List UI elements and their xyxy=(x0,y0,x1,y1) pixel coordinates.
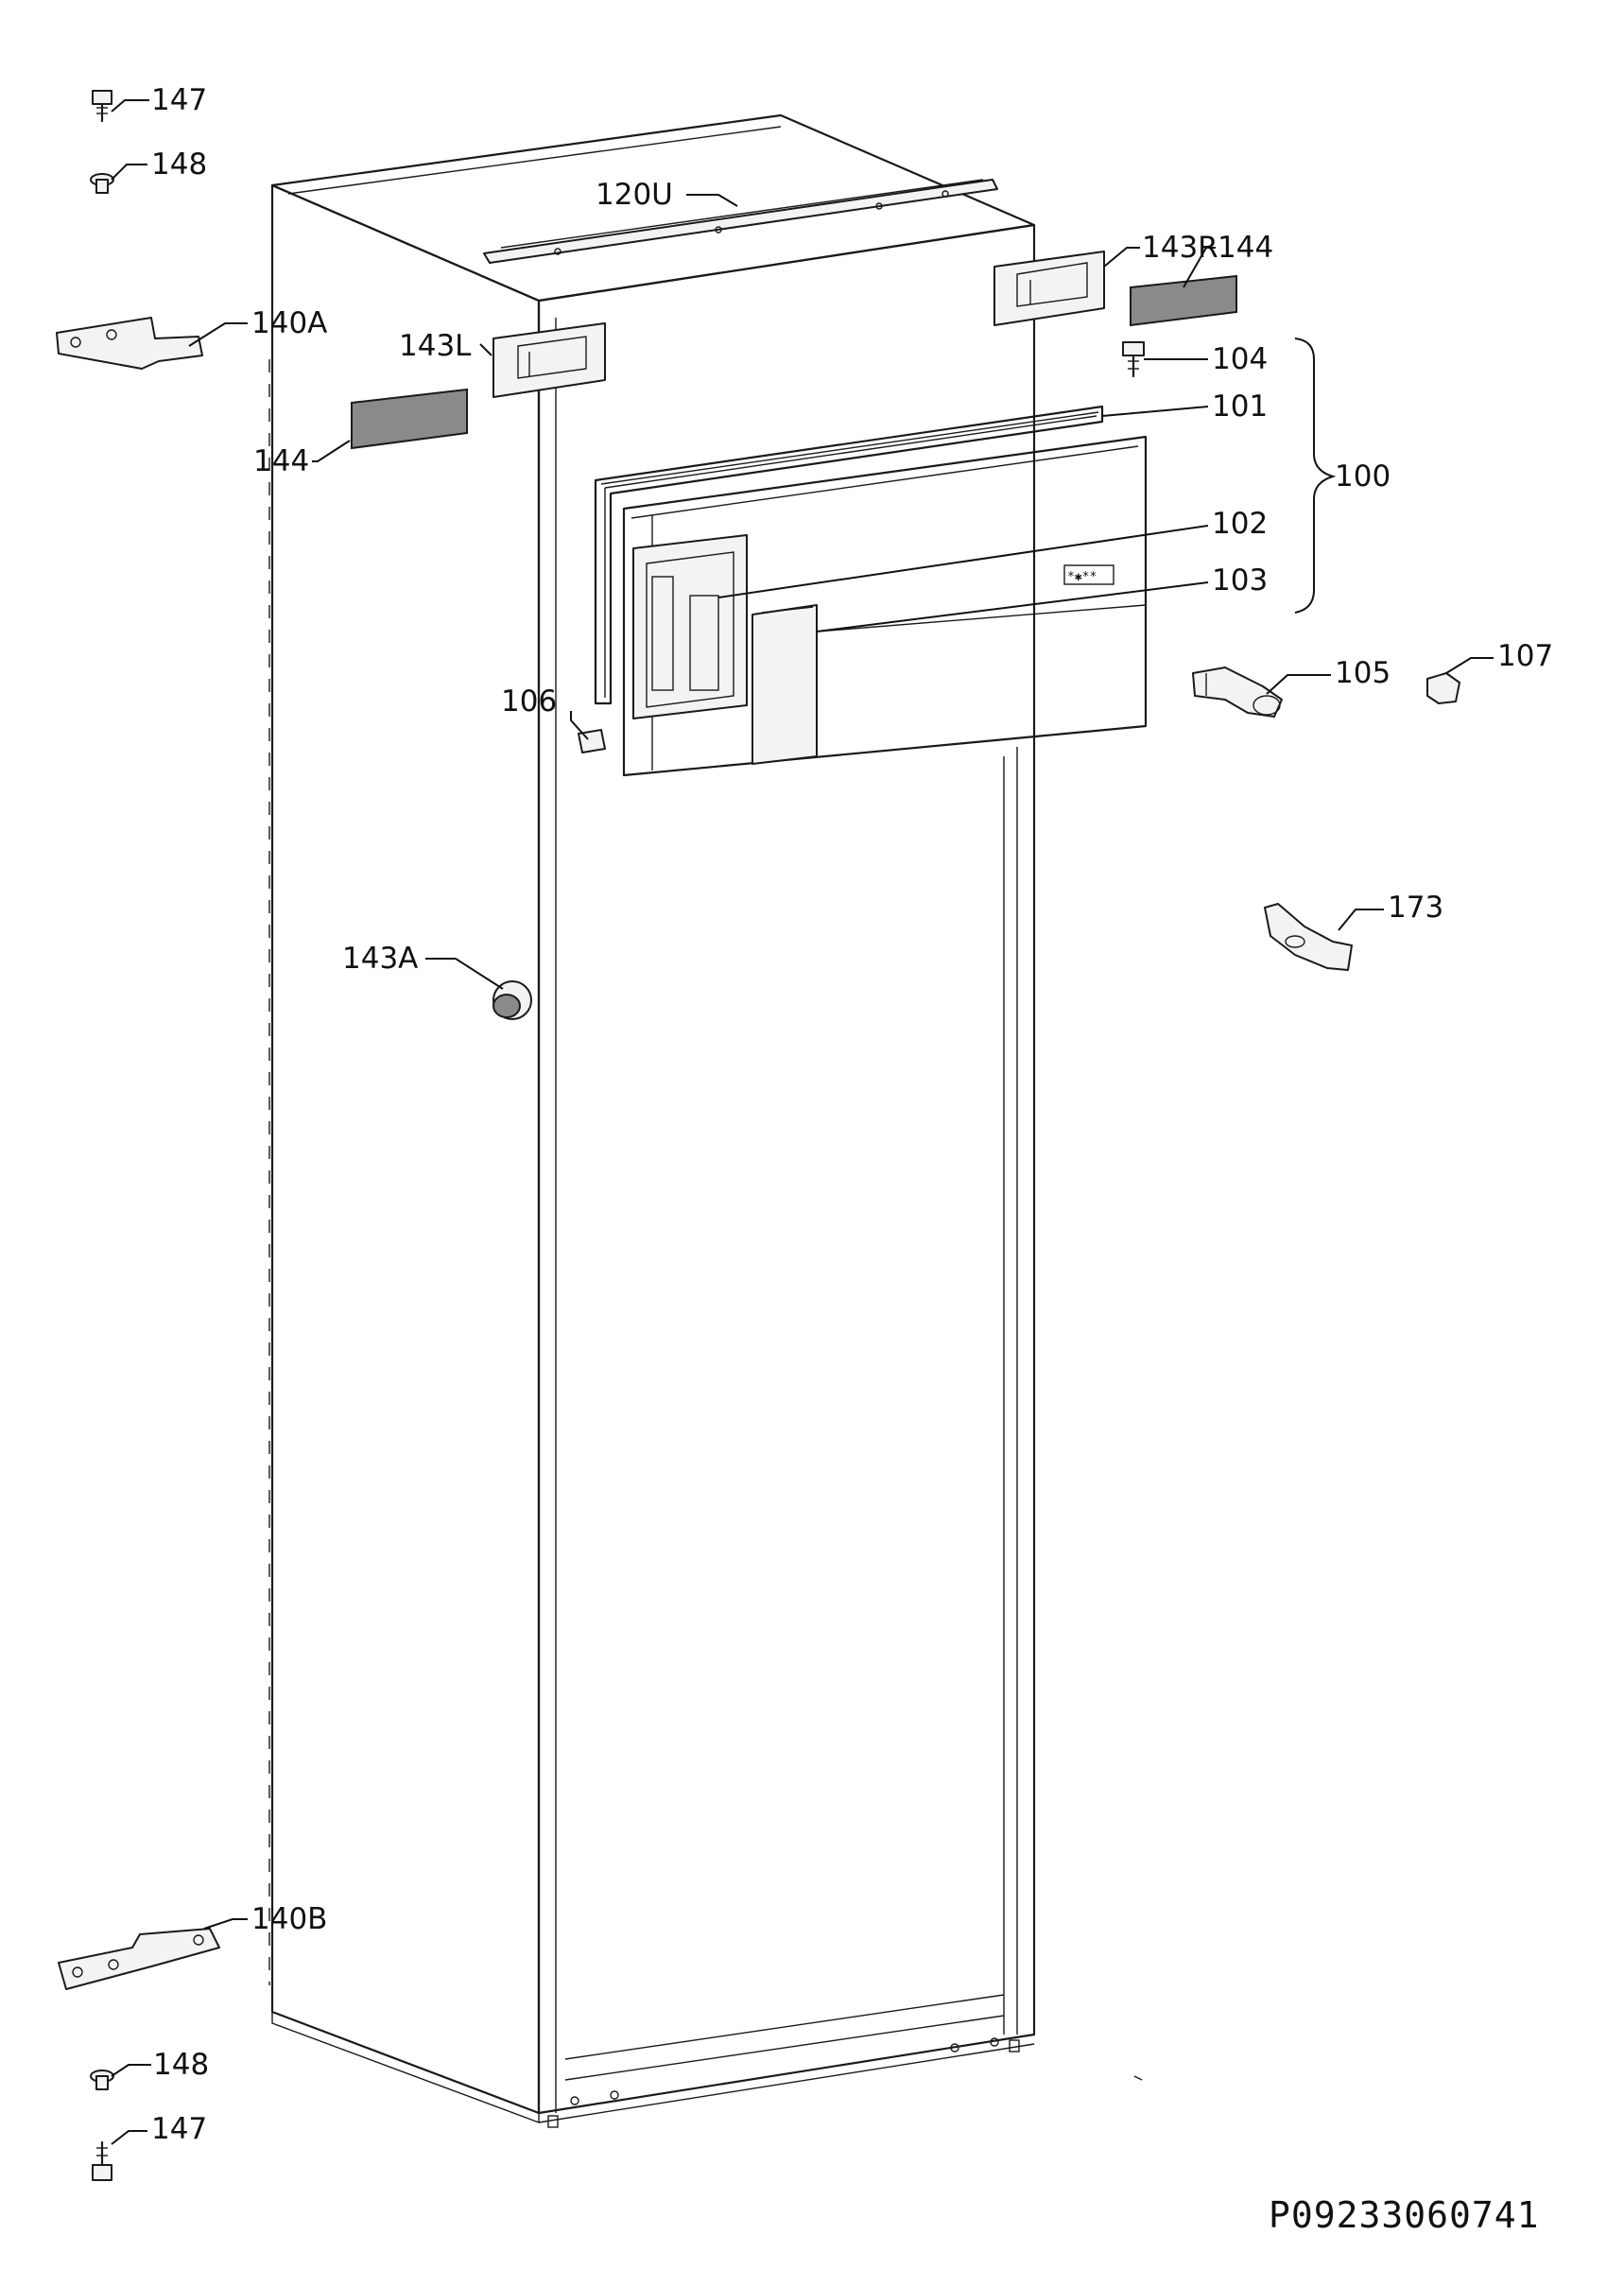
label-101: 101 xyxy=(1212,390,1268,424)
clip-part-107 xyxy=(1426,672,1460,704)
label-140B: 140B xyxy=(251,1902,327,1936)
top-rail-part-120U xyxy=(483,179,998,264)
label-144-right: 144 xyxy=(1218,231,1273,265)
label-102: 102 xyxy=(1212,507,1268,541)
label-143R: 143R xyxy=(1142,231,1218,265)
door-assembly-part-100: *✱** xyxy=(594,405,1148,777)
label-143A: 143A xyxy=(342,942,418,976)
latch-part-105 xyxy=(1192,667,1283,718)
label-104: 104 xyxy=(1212,342,1268,376)
pad-part-144-left xyxy=(351,388,468,450)
bracket-part-143R xyxy=(993,251,1105,326)
cabinet-body xyxy=(268,113,1143,2128)
washer-part-148-top xyxy=(90,173,114,194)
bracket-part-143L xyxy=(492,322,606,398)
label-144-left: 144 xyxy=(253,444,309,478)
pad-part-144-right xyxy=(1130,274,1237,327)
label-100: 100 xyxy=(1335,459,1391,494)
leader-lines xyxy=(111,99,1494,2145)
screw-part-104 xyxy=(1122,341,1145,378)
label-105: 105 xyxy=(1335,656,1391,690)
label-140A: 140A xyxy=(251,306,327,340)
pin-part-147-top xyxy=(92,90,112,123)
label-148-top: 148 xyxy=(151,147,207,182)
label-147-top: 147 xyxy=(151,83,207,117)
pin-part-147-bottom xyxy=(92,2140,112,2181)
handle-part-173 xyxy=(1264,903,1353,971)
label-107: 107 xyxy=(1497,639,1553,673)
label-103: 103 xyxy=(1212,563,1268,598)
drawing-code: P09233060741 xyxy=(1269,2194,1540,2236)
hinge-part-140A xyxy=(56,317,203,370)
knob-part-143A xyxy=(492,980,532,1020)
label-106: 106 xyxy=(501,684,557,719)
label-147-bottom: 147 xyxy=(151,2112,207,2146)
label-148-bottom: 148 xyxy=(153,2048,209,2082)
part-labels: 147 148 120U 140A 143L 143R 144 144 104 … xyxy=(151,83,1553,2146)
label-173: 173 xyxy=(1388,891,1443,925)
svg-text:*✱**: *✱** xyxy=(1067,570,1097,584)
label-120U: 120U xyxy=(596,178,673,212)
hinge-part-140B xyxy=(58,1928,220,1990)
label-143L: 143L xyxy=(399,329,472,363)
washer-part-148-bottom xyxy=(90,2070,114,2090)
